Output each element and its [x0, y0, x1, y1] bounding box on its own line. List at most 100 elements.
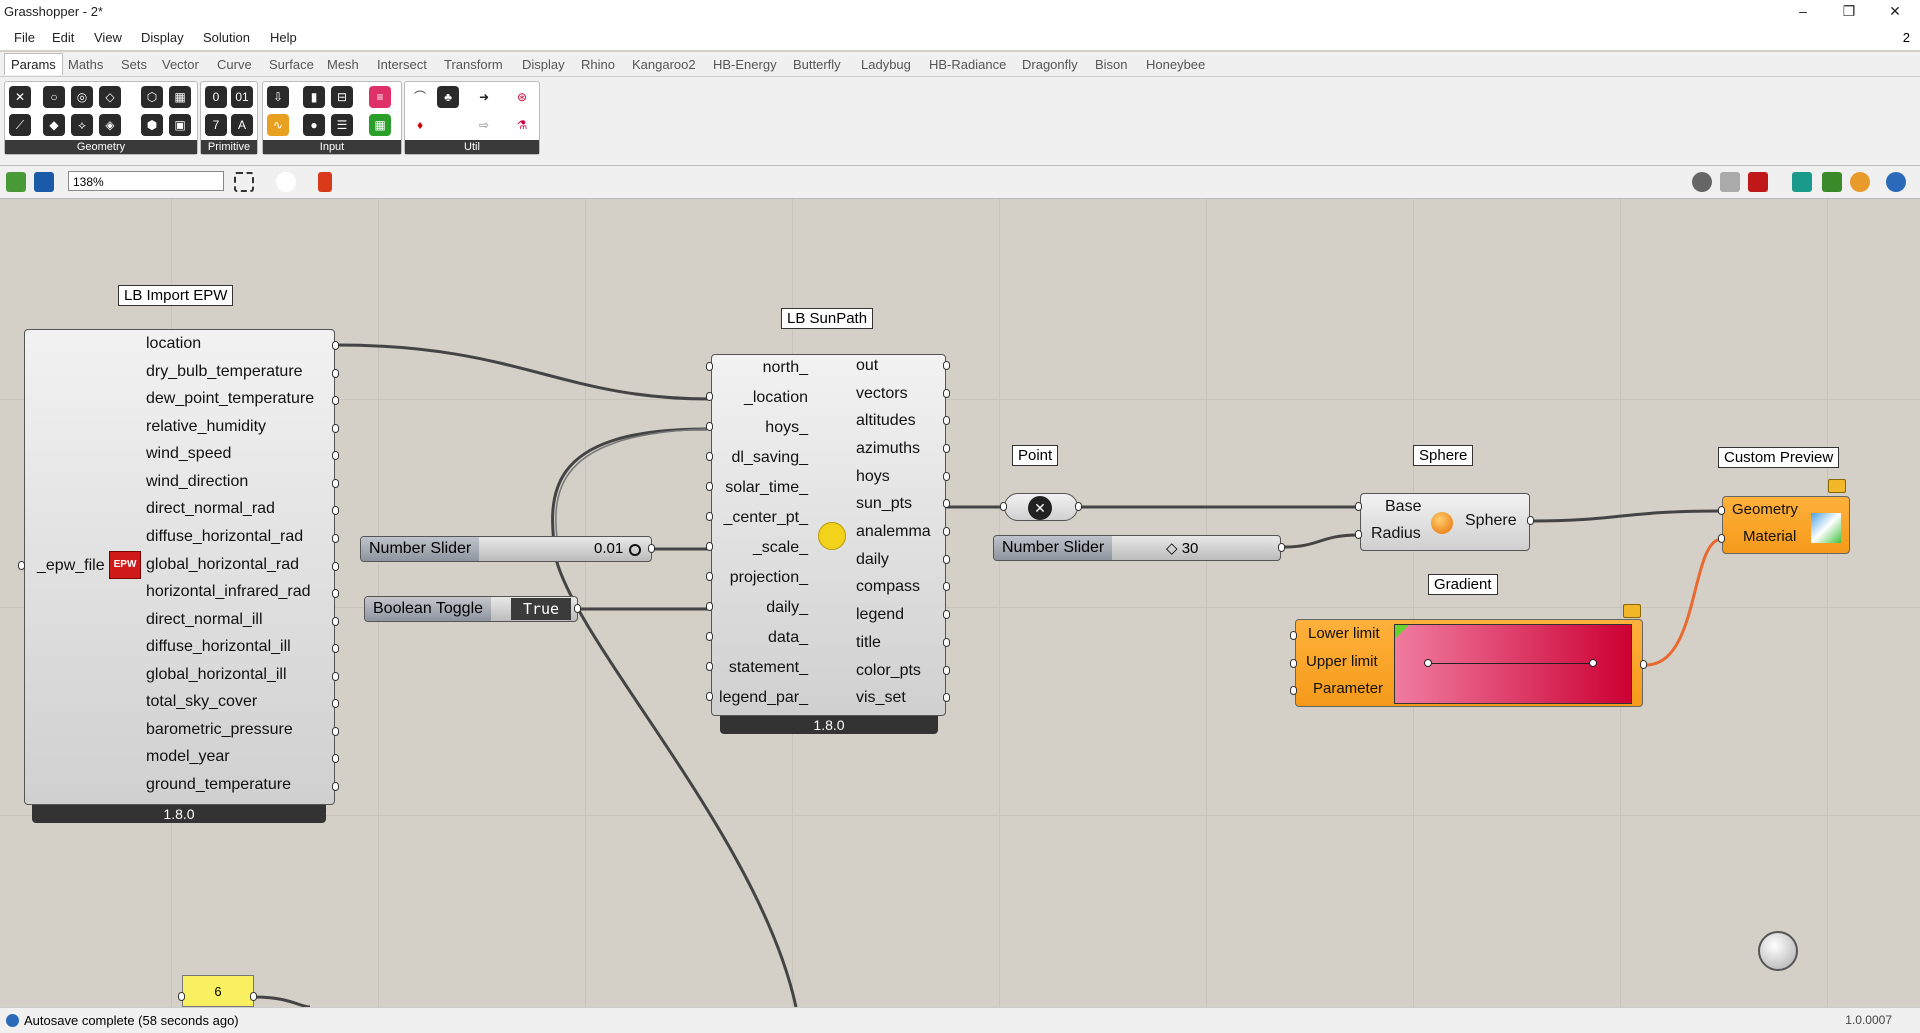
param-icon[interactable]: ◎ [71, 86, 93, 108]
output-port[interactable] [1640, 660, 1647, 669]
tab-intersect[interactable]: Intersect [377, 57, 427, 72]
sphere-node[interactable]: Base Radius Sphere [1360, 493, 1530, 551]
param-icon[interactable]: ⟋ [9, 114, 31, 136]
material-icon[interactable] [1850, 172, 1870, 192]
input-port[interactable] [706, 362, 713, 371]
input-port[interactable] [706, 692, 713, 701]
bake-icon[interactable] [1792, 172, 1812, 192]
menu-help[interactable]: Help [270, 30, 297, 45]
output-port[interactable] [943, 555, 950, 564]
shaded-preview-icon[interactable] [1748, 172, 1768, 192]
param-icon[interactable]: ⟡ [71, 114, 93, 136]
wire-display-icon[interactable] [1720, 172, 1740, 192]
point-param-node[interactable]: ✕ [1004, 493, 1078, 521]
tab-surface[interactable]: Surface [269, 57, 314, 72]
input-port[interactable] [706, 632, 713, 641]
input-port[interactable] [706, 572, 713, 581]
maximize-button[interactable]: ❐ [1842, 3, 1856, 19]
tab-butterfly[interactable]: Butterfly [793, 57, 841, 72]
open-file-icon[interactable] [6, 172, 26, 192]
output-port[interactable] [332, 534, 339, 543]
ribbon-group-label[interactable]: Primitive [201, 140, 257, 154]
output-port[interactable] [943, 416, 950, 425]
input-port[interactable] [1290, 631, 1297, 640]
tab-sets[interactable]: Sets [121, 57, 148, 72]
gradient-handle[interactable] [1424, 659, 1432, 667]
preview-eye-icon[interactable] [276, 172, 296, 192]
input-port[interactable] [706, 422, 713, 431]
zoom-select[interactable]: 138% [68, 171, 224, 191]
custom-preview-node[interactable]: Geometry Material [1722, 496, 1850, 554]
output-port[interactable] [332, 369, 339, 378]
output-port[interactable] [943, 389, 950, 398]
output-port[interactable] [574, 604, 581, 613]
param-icon[interactable]: ⬡ [141, 86, 163, 108]
tab-curve[interactable]: Curve [217, 57, 252, 72]
param-icon[interactable]: ▣ [169, 114, 191, 136]
tab-ladybug[interactable]: Ladybug [861, 57, 911, 72]
param-icon[interactable]: ◈ [99, 114, 121, 136]
output-port[interactable] [943, 499, 950, 508]
param-icon[interactable]: 0 [205, 86, 227, 108]
input-port[interactable] [706, 512, 713, 521]
param-icon[interactable]: 7 [205, 114, 227, 136]
output-port[interactable] [332, 672, 339, 681]
tab-rhino[interactable]: Rhino [581, 57, 615, 72]
param-icon[interactable]: ◇ [99, 86, 121, 108]
input-port[interactable] [1355, 502, 1362, 511]
tab-vector[interactable]: Vector [162, 57, 199, 72]
output-port[interactable] [332, 451, 339, 460]
output-port[interactable] [332, 782, 339, 791]
tab-hb-energy[interactable]: HB-Energy [713, 57, 777, 72]
render-icon[interactable] [1886, 172, 1906, 192]
param-icon[interactable]: ⬢ [141, 114, 163, 136]
toggle-value[interactable]: True [511, 598, 571, 620]
graph-canvas[interactable]: LB Import EPW _epw_file EPW location dry… [0, 199, 1920, 1007]
zoom-extents-icon[interactable] [234, 172, 254, 192]
mesh-icon[interactable] [1822, 172, 1842, 192]
output-port[interactable] [943, 610, 950, 619]
param-icon[interactable]: ○ [43, 86, 65, 108]
param-icon[interactable]: ⊟ [331, 86, 353, 108]
param-icon[interactable]: ▦ [169, 86, 191, 108]
save-icon[interactable] [34, 172, 54, 192]
param-icon[interactable]: ∿ [267, 114, 289, 136]
output-port[interactable] [332, 341, 339, 350]
arrow-right-icon[interactable]: ➜ [473, 86, 495, 108]
param-icon[interactable]: ☰ [331, 114, 353, 136]
input-port[interactable] [1718, 506, 1725, 515]
minimize-button[interactable]: – [1799, 3, 1807, 19]
menu-file[interactable]: File [14, 30, 35, 45]
output-port[interactable] [332, 506, 339, 515]
tab-honeybee[interactable]: Honeybee [1146, 57, 1206, 72]
input-port[interactable] [1290, 686, 1297, 695]
input-port[interactable] [706, 602, 713, 611]
output-port[interactable] [332, 754, 339, 763]
ribbon-group-label[interactable]: Util [405, 140, 539, 154]
menu-view[interactable]: View [94, 30, 122, 45]
number-slider-scale[interactable]: Number Slider 0.01 [360, 536, 652, 562]
output-port[interactable] [332, 644, 339, 653]
number-slider-radius[interactable]: Number Slider ◇ 30 [993, 535, 1281, 561]
tab-mesh[interactable]: Mesh [327, 57, 359, 72]
warning-flag-icon[interactable] [1828, 479, 1846, 493]
param-icon[interactable]: ✕ [9, 86, 31, 108]
param-icon[interactable]: ⊛ [511, 86, 533, 108]
menu-solution[interactable]: Solution [203, 30, 250, 45]
output-port[interactable] [332, 699, 339, 708]
param-icon[interactable]: ● [303, 114, 325, 136]
input-port[interactable] [1718, 534, 1725, 543]
output-port[interactable] [943, 472, 950, 481]
output-port[interactable] [332, 424, 339, 433]
input-port[interactable] [706, 392, 713, 401]
grip-icon[interactable] [1395, 625, 1409, 639]
tab-transform[interactable]: Transform [444, 57, 503, 72]
output-port[interactable] [943, 693, 950, 702]
flask-icon[interactable]: ⚗ [511, 114, 533, 136]
lb-import-epw-node[interactable]: _epw_file EPW location dry_bulb_temperat… [24, 329, 335, 805]
output-port[interactable] [648, 544, 655, 553]
menu-edit[interactable]: Edit [52, 30, 75, 45]
param-icon[interactable]: ♣ [437, 86, 459, 108]
tab-dragonfly[interactable]: Dragonfly [1022, 57, 1078, 72]
output-port[interactable] [1075, 502, 1082, 511]
